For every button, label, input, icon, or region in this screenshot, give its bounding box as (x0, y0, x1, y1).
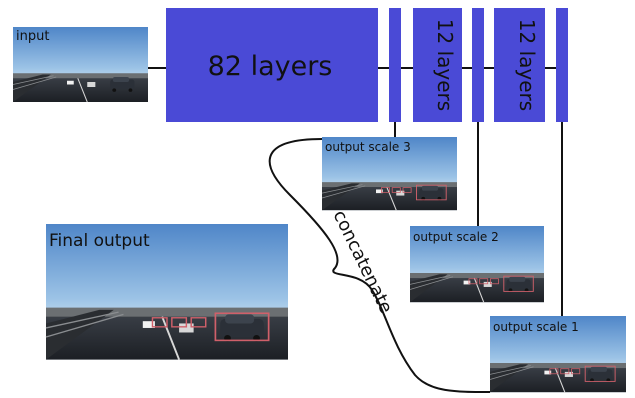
connector-block-1 (389, 8, 401, 122)
block-12-layers-a-label: 12 layers (433, 19, 457, 111)
connector-block-3 (556, 8, 568, 122)
final-output-label: Final output (49, 231, 150, 251)
output-scale-3-label: output scale 3 (325, 140, 411, 154)
connector-lines (148, 67, 563, 316)
block-12-layers-b-label: 12 layers (515, 19, 539, 111)
concatenate-curve (268, 138, 491, 393)
block-12-layers-b (494, 8, 545, 122)
output-scale-1-label: output scale 1 (493, 320, 579, 334)
output-scale-2-label: output scale 2 (413, 230, 499, 244)
block-82-layers (166, 8, 378, 122)
block-82-layers-label: 82 layers (208, 51, 333, 82)
block-12-layers-a (413, 8, 462, 122)
concatenate-label: concatenate (329, 207, 397, 317)
input-label: input (16, 29, 49, 44)
connector-block-2 (472, 8, 484, 122)
